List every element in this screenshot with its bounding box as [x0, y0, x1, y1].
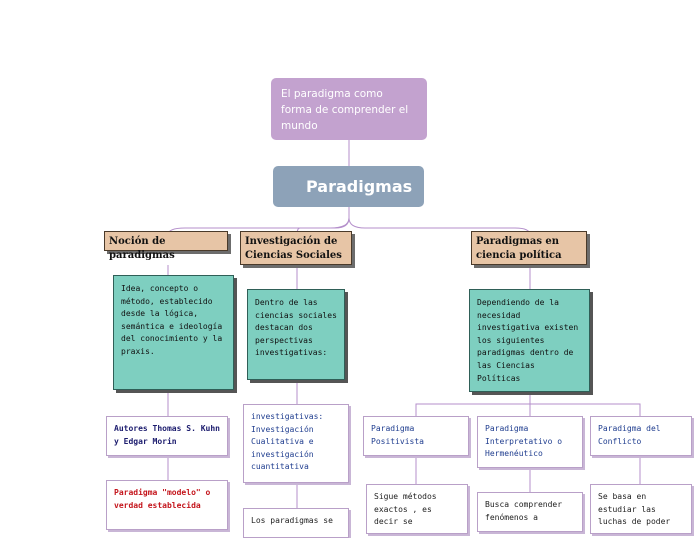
- interpretativo-description[interactable]: Busca comprender fenómenos a: [477, 492, 583, 532]
- los-paradigmas-node[interactable]: Los paradigmas se: [243, 508, 349, 538]
- root-topic[interactable]: El paradigma como forma de comprender el…: [271, 78, 427, 140]
- paradigm-positivista-node[interactable]: Paradigma Positivista: [363, 416, 469, 456]
- definition-investigacion[interactable]: Dentro de las ciencias sociales destacan…: [247, 289, 345, 380]
- model-node[interactable]: Paradigma "modelo" o verdad establecida: [106, 480, 228, 530]
- positivista-description[interactable]: Sigue métodos exactos , es decir se: [366, 484, 468, 534]
- main-topic-paradigmas[interactable]: Paradigmas: [273, 166, 424, 207]
- paradigm-conflicto-node[interactable]: Paradigma del Conflicto: [590, 416, 692, 456]
- connector-lines: [167, 140, 641, 512]
- definition-ciencia-politica[interactable]: Dependiendo de la necesidad investigativ…: [469, 289, 590, 392]
- category-paradigmas-ciencia-politica[interactable]: Paradigmas en ciencia política: [471, 231, 587, 265]
- category-nocion-paradigmas[interactable]: Noción de paradigmas: [104, 231, 228, 261]
- perspectives-node[interactable]: investigativas: Investigación Cualitativ…: [243, 404, 349, 483]
- conflicto-description[interactable]: Se basa en estudiar las luchas de poder: [590, 484, 692, 534]
- category-investigacion-ciencias-sociales[interactable]: Investigación de Ciencias Sociales: [240, 231, 352, 265]
- paradigm-interpretativo-node[interactable]: Paradigma Interpretativo o Hermenéutico: [477, 416, 583, 468]
- authors-node[interactable]: Autores Thomas S. Kuhn y Edgar Morin: [106, 416, 228, 456]
- definition-nocion[interactable]: Idea, concepto o método, establecido des…: [113, 275, 234, 390]
